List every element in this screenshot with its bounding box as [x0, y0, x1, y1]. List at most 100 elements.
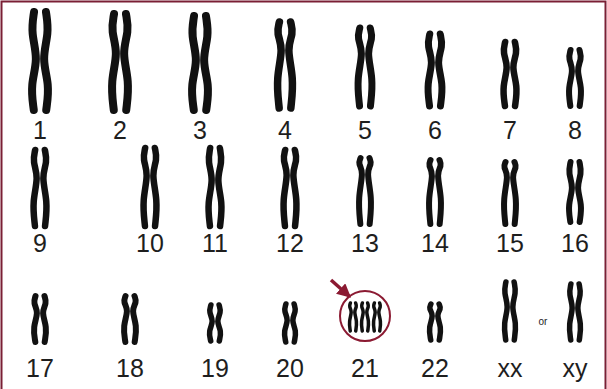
chromosome-number: 16	[561, 231, 589, 256]
chromatid	[429, 160, 432, 224]
chromatid	[278, 22, 282, 108]
chromosome	[362, 303, 369, 331]
chromatid	[513, 162, 516, 224]
chromosome	[504, 42, 517, 106]
chromosome-number: 9	[33, 231, 47, 256]
chromatid	[369, 28, 372, 106]
highlight-circle	[340, 291, 390, 341]
chromatid	[112, 14, 116, 110]
chromatid	[204, 16, 208, 110]
chromatid	[355, 303, 357, 331]
chromatid	[209, 148, 212, 226]
chromatid	[210, 305, 213, 341]
chromatid	[218, 148, 221, 226]
chromosome	[285, 304, 296, 342]
chromatid	[569, 162, 572, 222]
chromosome-number: 11	[202, 231, 228, 256]
chromatid	[350, 303, 352, 331]
chromosome	[350, 303, 357, 331]
chromosome-number: xx	[498, 356, 523, 381]
chromosome	[570, 284, 581, 340]
chromosome	[284, 150, 297, 226]
chromosome	[278, 22, 293, 108]
chromatid	[192, 16, 196, 110]
chromatid	[367, 303, 369, 331]
chromosome-number: 4	[278, 118, 292, 143]
chromosome-number: xy	[563, 356, 588, 381]
chromosome	[569, 50, 581, 106]
chromosome-number: 17	[26, 356, 54, 381]
chromatid	[32, 12, 36, 110]
chromatid	[513, 282, 516, 340]
chromatid	[570, 284, 573, 340]
chromosome	[34, 296, 46, 342]
chromatid	[374, 303, 376, 331]
chromatid	[289, 22, 293, 108]
chromatid	[124, 296, 127, 342]
chromosome	[124, 296, 136, 342]
chromosome-number: 13	[351, 231, 379, 256]
chromatid	[430, 304, 433, 340]
chromatid	[43, 296, 46, 342]
chromatid	[43, 150, 46, 226]
chromosome-number: 7	[503, 118, 517, 143]
chromatid	[505, 282, 508, 340]
chromatid	[124, 14, 128, 110]
chromosome	[428, 34, 442, 106]
chromosome	[505, 282, 516, 340]
chromosome	[430, 304, 441, 340]
chromatid	[438, 160, 441, 224]
chromosome	[32, 12, 48, 110]
chromosome	[34, 150, 47, 226]
chromosome-number: 20	[276, 356, 304, 381]
chromosome-number: 3	[193, 118, 207, 143]
chromatid	[362, 303, 364, 331]
chromosome-number: 1	[33, 118, 47, 143]
chromatid	[428, 34, 431, 106]
chromatid	[153, 148, 156, 226]
chromatid	[284, 150, 287, 226]
chromatid	[285, 304, 288, 342]
separator-word: or	[538, 317, 549, 327]
chromosome-number: 15	[496, 231, 524, 256]
chromatid	[34, 296, 37, 342]
chromosome-number: 10	[136, 231, 164, 256]
chromatid	[513, 42, 516, 106]
chromosome-number: 18	[116, 356, 144, 381]
chromosome-number: 6	[428, 118, 442, 143]
chromatid	[34, 150, 37, 226]
chromosome	[209, 148, 222, 226]
chromosome	[569, 162, 581, 222]
chromatid	[578, 284, 581, 340]
chromosome-number: 8	[568, 118, 582, 143]
chromosome	[504, 162, 516, 224]
chromosome	[374, 303, 381, 331]
chromatid	[368, 158, 371, 224]
chromatid	[218, 305, 221, 341]
chromatid	[293, 150, 296, 226]
chromosome	[359, 158, 371, 224]
chromosome	[144, 148, 157, 226]
chromatid	[293, 304, 296, 342]
chromosome-number: 5	[358, 118, 372, 143]
chromatid	[44, 12, 48, 110]
chromatid	[439, 34, 442, 106]
chromosome-number: 12	[276, 231, 304, 256]
chromosome	[429, 160, 441, 224]
chromosome	[112, 14, 128, 110]
chromosome	[210, 305, 221, 341]
chromosome	[192, 16, 208, 110]
chromosome-number: 22	[421, 356, 449, 381]
chromatid	[358, 28, 361, 106]
chromosome-number: 21	[351, 356, 379, 381]
chromosome-set	[32, 12, 581, 342]
chromatid	[504, 42, 507, 106]
chromatid	[438, 304, 441, 340]
chromatid	[578, 162, 581, 222]
chromosome-number: 2	[113, 118, 127, 143]
chromatid	[144, 148, 147, 226]
